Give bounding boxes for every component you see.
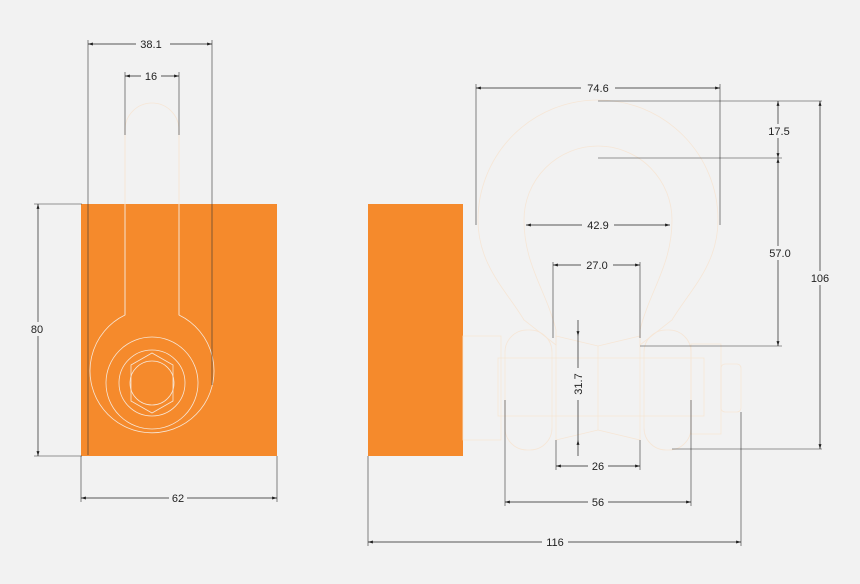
front-view-right-eye bbox=[643, 329, 692, 451]
side-view-pin-washer bbox=[118, 349, 186, 417]
front-view-pin bbox=[497, 357, 705, 417]
dim-side-base-width: 62 bbox=[172, 493, 184, 505]
dim-front-outer-width: 74.6 bbox=[587, 83, 608, 95]
side-view: 38.1 16 80 62 bbox=[28, 37, 278, 505]
dim-roller-bottom-width: 26 bbox=[592, 461, 604, 473]
front-view-cotter bbox=[720, 363, 742, 413]
dim-side-width-outer: 38.1 bbox=[140, 39, 161, 51]
dim-side-width-inner: 16 bbox=[145, 71, 157, 83]
side-view-nut-hexagon bbox=[130, 352, 174, 414]
dim-legs-outer-width: 56 bbox=[592, 497, 604, 509]
side-view-pin-end bbox=[129, 360, 175, 406]
front-view-base-block bbox=[368, 204, 463, 456]
side-view-pin-head bbox=[105, 336, 199, 430]
dim-front-total-height: 106 bbox=[811, 273, 829, 285]
front-view-nut bbox=[690, 343, 722, 435]
dim-front-inner-width: 42.9 bbox=[587, 220, 608, 232]
side-view-shackle-leg bbox=[89, 102, 215, 434]
dim-roller-top-width: 27.0 bbox=[586, 260, 607, 272]
front-view-pin-head bbox=[462, 335, 502, 441]
dim-total-length: 116 bbox=[546, 537, 564, 549]
front-view: 74.6 17.5 57.0 106 42.9 27.0 31.7 bbox=[367, 81, 834, 549]
dim-side-height: 80 bbox=[31, 324, 43, 336]
dim-front-inner-height: 57.0 bbox=[769, 248, 790, 260]
dim-roller-height: 31.7 bbox=[573, 373, 585, 394]
dim-front-top-thickness: 17.5 bbox=[768, 126, 789, 138]
front-view-left-eye bbox=[504, 329, 553, 451]
front-view-shackle-bow bbox=[477, 99, 719, 346]
